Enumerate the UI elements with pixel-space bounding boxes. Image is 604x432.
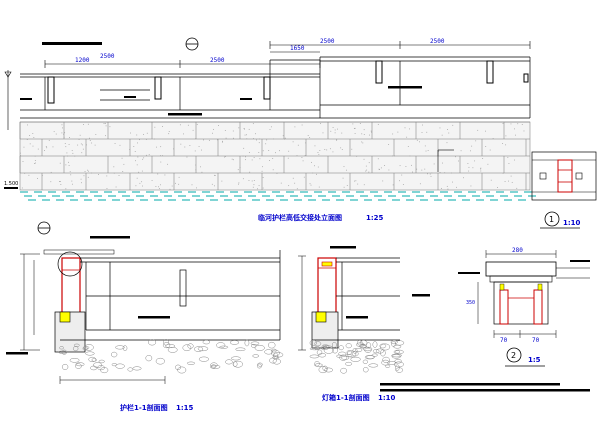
- leader-bar-5: [20, 98, 32, 100]
- section-2-leader-bar-3: [412, 294, 430, 297]
- leader-bar-1: [388, 86, 422, 89]
- dim-sub-2: 2500: [100, 53, 115, 60]
- leader-bar-2: [168, 113, 202, 116]
- section-2-caption: 灯箱1-1剖面图: [322, 393, 370, 402]
- dim-top-right-b: 2500: [430, 38, 445, 45]
- detail-2-height: 350: [466, 300, 475, 306]
- detail-2-callout-icon: [506, 347, 522, 363]
- section-2-scale: 1:10: [378, 394, 396, 402]
- detail-1-number: 1: [549, 215, 554, 224]
- leader-bar-3: [240, 98, 252, 100]
- level-triangle-icon: [4, 71, 12, 78]
- label-bar-top: [42, 42, 102, 45]
- elevation-view: 2500 2500 1650 1200 2500 2500: [4, 37, 536, 222]
- section-1-caption: 护栏1-1剖面图: [120, 403, 168, 412]
- section-1-scale: 1:15: [176, 404, 194, 412]
- elevation-posts: [47, 60, 529, 104]
- wall-speckle: [20, 123, 525, 190]
- elevation-scale: 1:25: [366, 214, 384, 222]
- water-lines: [20, 191, 536, 201]
- detail-2-b: 70: [532, 337, 540, 344]
- section-2-gravel: [309, 339, 405, 374]
- section-1-level-bar: [6, 352, 28, 355]
- detail-2-a: 70: [500, 337, 508, 344]
- detail-2-leader-bar: [570, 260, 590, 262]
- section-2: 灯箱1-1剖面图 1:10: [298, 246, 430, 402]
- detail-2: 280 350 70 70 2 1:5: [380, 247, 590, 392]
- notes-bar-1: [380, 383, 560, 386]
- railing-low: [20, 73, 320, 119]
- detail-2-width: 280: [512, 247, 523, 254]
- section-1-leader-bar-2: [138, 316, 170, 319]
- level-label-bar: [4, 187, 18, 189]
- section-2-leader-bar-2: [346, 316, 368, 319]
- notes-bar-2: [380, 389, 590, 392]
- level-label: 1.500: [4, 181, 18, 187]
- detail-1: 1 1:10: [531, 151, 597, 229]
- section-2-leader-bar: [330, 246, 356, 249]
- railing-high: [269, 56, 531, 119]
- elevation-dimensions: [44, 41, 531, 68]
- dim-sub-1: 1200: [75, 57, 90, 64]
- dim-sub-3: 2500: [210, 57, 225, 64]
- detail-1-callout-icon: [544, 211, 560, 227]
- dim-top-mid: 1650: [290, 45, 305, 52]
- detail-2-number: 2: [511, 351, 516, 360]
- section-1: 护栏1-1剖面图 1:15: [6, 221, 284, 412]
- detail-1-scale: 1:10: [563, 219, 581, 227]
- section-1-leader-bar: [90, 236, 130, 239]
- detail-2-scale: 1:5: [528, 356, 541, 364]
- dim-top-right-a: 2500: [320, 38, 335, 45]
- elevation-caption: 临河护栏高低交接处立面图: [258, 213, 342, 222]
- section-1-gravel: [58, 339, 284, 374]
- detail-2-leader-bar-2: [458, 272, 480, 274]
- leader-bar-4: [124, 96, 136, 98]
